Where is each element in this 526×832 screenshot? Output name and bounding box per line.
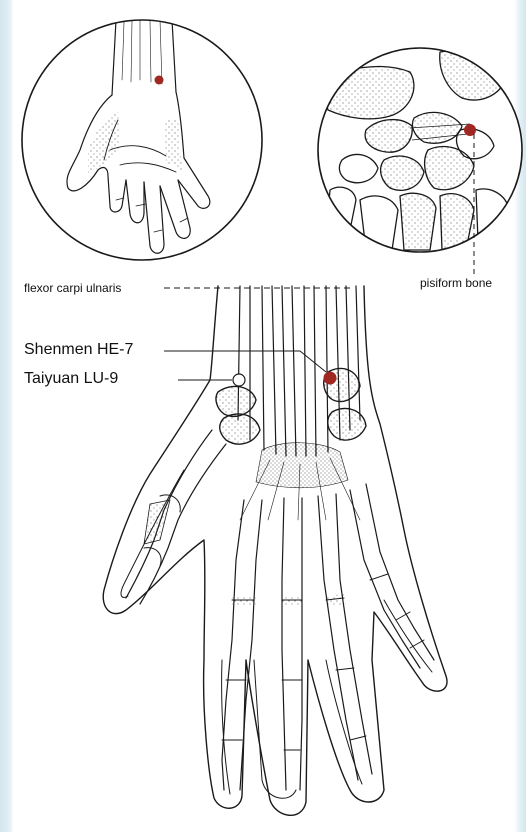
shenmen-point-marker — [324, 372, 337, 385]
palm-point-marker — [155, 76, 164, 85]
shenmen-label: Shenmen HE-7 — [24, 341, 133, 359]
flexor-label: flexor carpi ulnaris — [24, 281, 121, 295]
pisiform-label: pisiform bone — [420, 276, 492, 290]
main-hand — [103, 286, 447, 815]
palm-inset — [22, 20, 262, 260]
taiyuan-point-marker — [233, 374, 245, 386]
carpal-inset — [318, 48, 522, 252]
taiyuan-label: Taiyuan LU-9 — [24, 370, 118, 388]
shenmen-leader — [164, 351, 326, 372]
